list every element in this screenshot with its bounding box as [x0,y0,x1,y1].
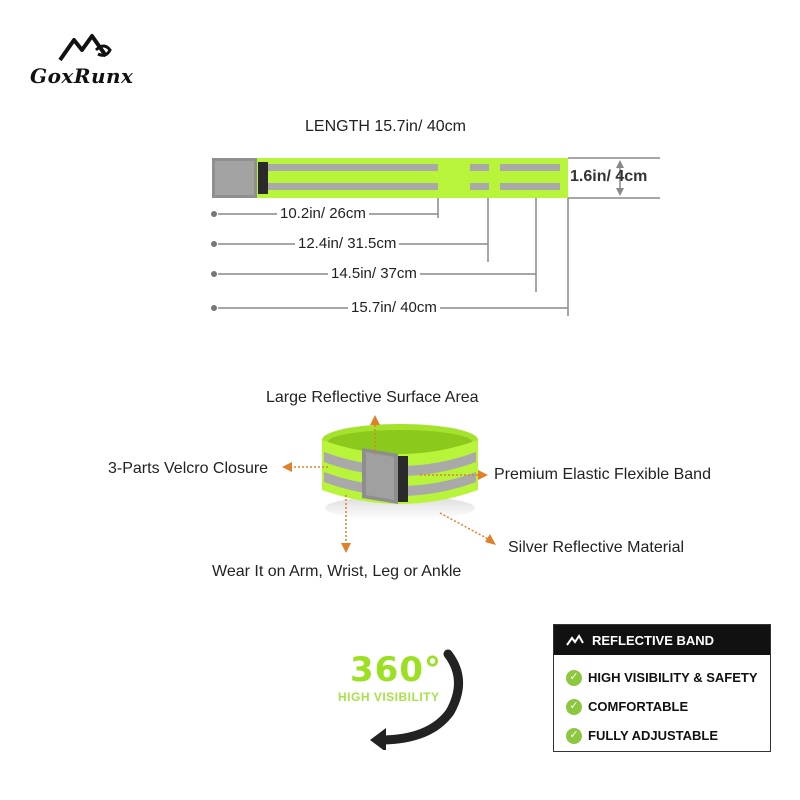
feature-box-title: REFLECTIVE BAND [592,632,715,648]
feature-item: ✓ HIGH VISIBILITY & SAFETY [554,663,770,692]
dimension-label-3: 14.5in/ 37cm [328,265,420,282]
visibility-360-number: 360° [350,650,442,690]
band-loop-illustration [322,424,478,520]
brand-mini-icon [566,634,584,646]
feature-item-label: FULLY ADJUSTABLE [588,728,719,743]
check-icon: ✓ [566,727,582,744]
dimension-label-4: 15.7in/ 40cm [348,299,440,316]
callout-elastic-band: Premium Elastic Flexible Band [494,466,711,483]
visibility-360-text: HIGH VISIBILITY [338,690,440,704]
check-icon: ✓ [566,669,582,686]
feature-item-label: COMFORTABLE [588,699,689,714]
brand-name: GoxRunx [30,64,134,88]
dimension-label-2: 12.4in/ 31.5cm [295,235,400,252]
check-icon: ✓ [566,698,582,715]
callout-arrows [282,415,496,553]
reflective-stripe-top [260,164,438,171]
feature-item: ✓ FULLY ADJUSTABLE [554,721,770,750]
feature-item: ✓ COMFORTABLE [554,692,770,721]
rotation-arrow-icon [370,649,463,750]
mountain-logo-icon [58,34,112,62]
brand-logo: GoxRunx [30,30,140,90]
callout-velcro-closure: 3-Parts Velcro Closure [108,460,269,477]
feature-box-header: REFLECTIVE BAND [554,625,770,655]
feature-box: REFLECTIVE BAND ✓ HIGH VISIBILITY & SAFE… [553,624,771,752]
dimension-label-1: 10.2in/ 26cm [277,205,369,222]
reflective-stripe-bottom [260,183,438,190]
callout-silver-reflective: Silver Reflective Material [508,539,685,556]
length-title: LENGTH 15.7in/ 40cm [305,118,466,135]
callout-reflective-surface: Large Reflective Surface Area [266,389,479,406]
height-label: 1.6in/ 4cm [570,168,648,185]
callout-wear-options: Wear It on Arm, Wrist, Leg or Ankle [212,563,462,580]
feature-item-label: HIGH VISIBILITY & SAFETY [588,670,758,685]
